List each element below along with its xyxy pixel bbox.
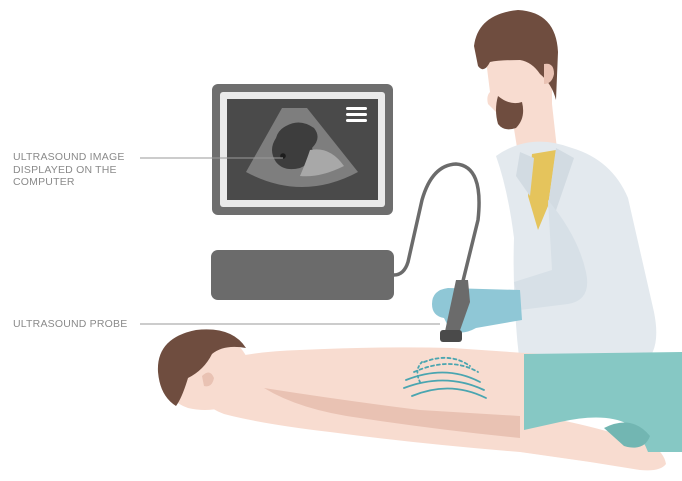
- ultrasound-probe-label: ULTRASOUND PROBE: [13, 318, 153, 331]
- probe-head: [440, 330, 462, 342]
- hamburger-menu-icon: [346, 107, 367, 122]
- doctor-glove: [432, 288, 522, 333]
- ultrasound-device-base: [211, 250, 394, 300]
- computer-monitor: [212, 84, 393, 215]
- probe-cable: [394, 164, 479, 285]
- ultrasound-image-label: ULTRASOUND IMAGE DISPLAYED ON THE COMPUT…: [13, 151, 153, 189]
